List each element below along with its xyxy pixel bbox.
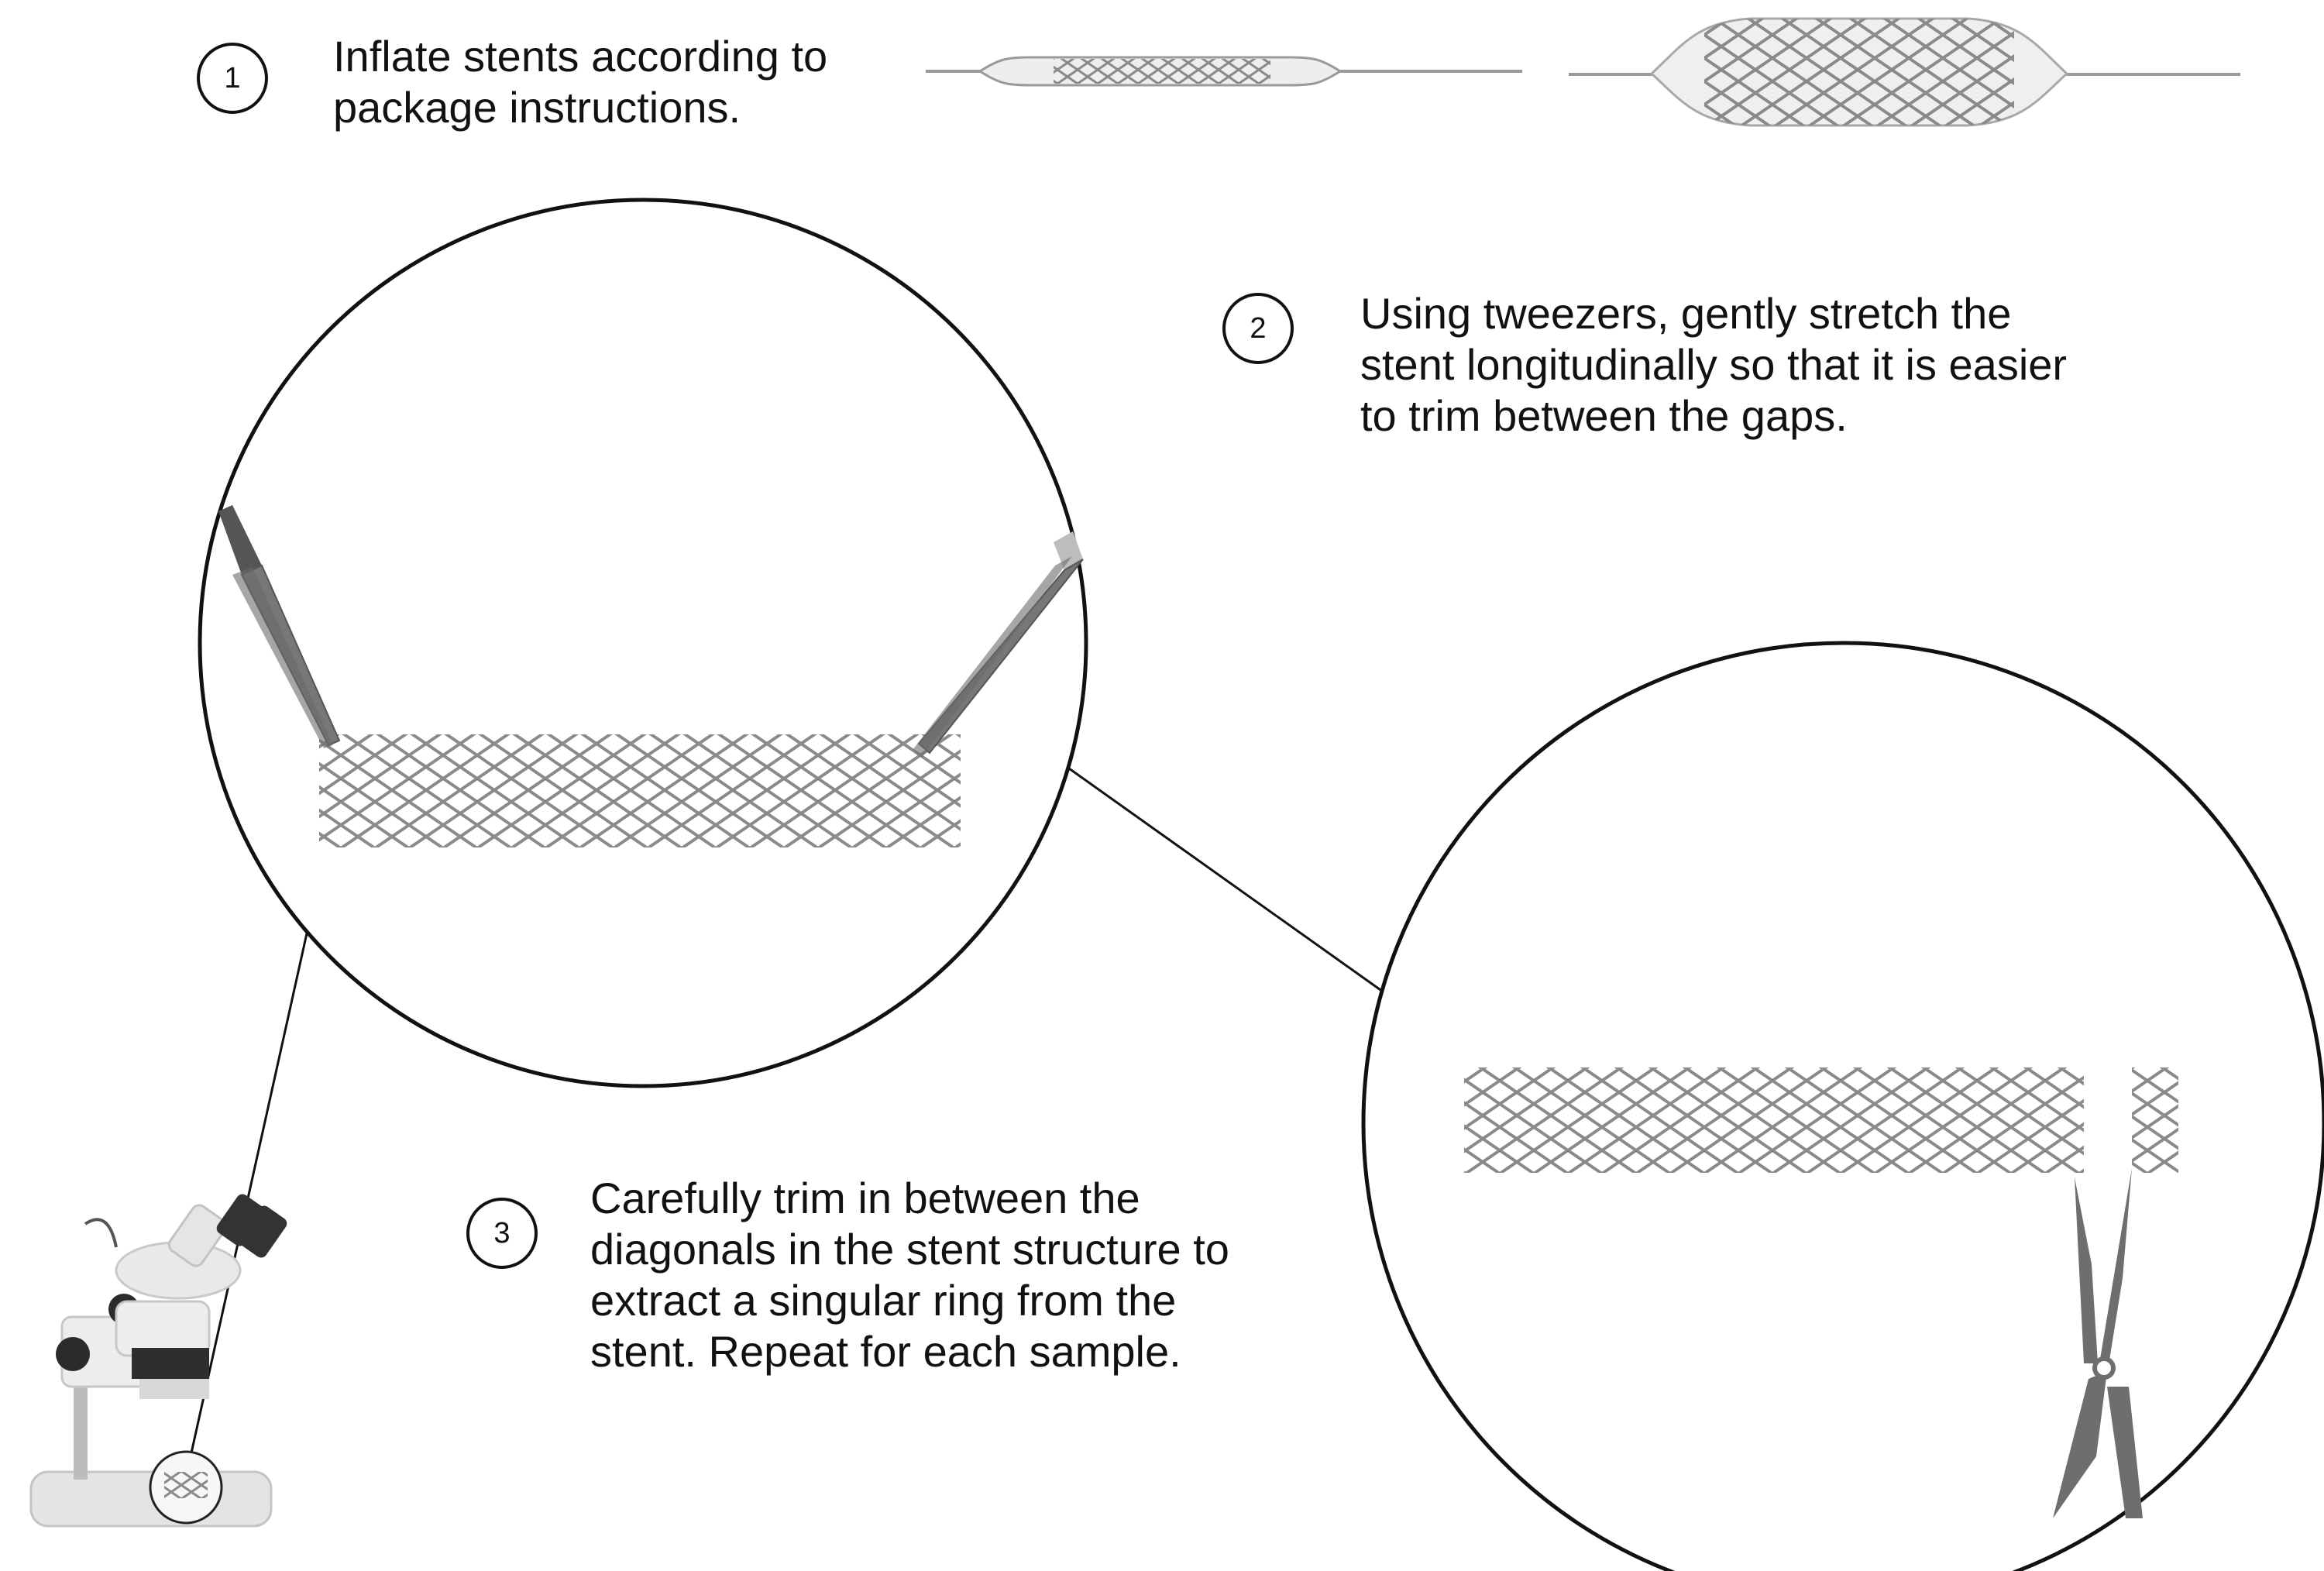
step-3-text: Carefully trim in between the diagonals … [590, 1174, 1229, 1376]
step-1-number: 1 [197, 43, 268, 114]
step-2-number: 2 [1222, 293, 1294, 364]
step-2-text: Using tweezers, gently stretch the stent… [1360, 289, 2068, 440]
inflated-balloon-stent [1569, 17, 2240, 127]
tweezers-icon [913, 531, 1084, 758]
magnified-view-stretch [198, 198, 1088, 1088]
stent-cut-ring [2132, 1067, 2178, 1173]
step-3-number: 3 [466, 1198, 538, 1269]
scissors-icon [2053, 1168, 2143, 1518]
stent-main-segment [1464, 1067, 2084, 1173]
connector-line-zoom [1068, 767, 1384, 993]
deflated-balloon-stent [926, 56, 1522, 87]
step-1-text: Inflate stents according to package inst… [333, 32, 828, 132]
stretched-stent [319, 734, 961, 847]
tweezers-icon [218, 505, 341, 748]
stereo-microscope-icon [29, 1194, 287, 1528]
